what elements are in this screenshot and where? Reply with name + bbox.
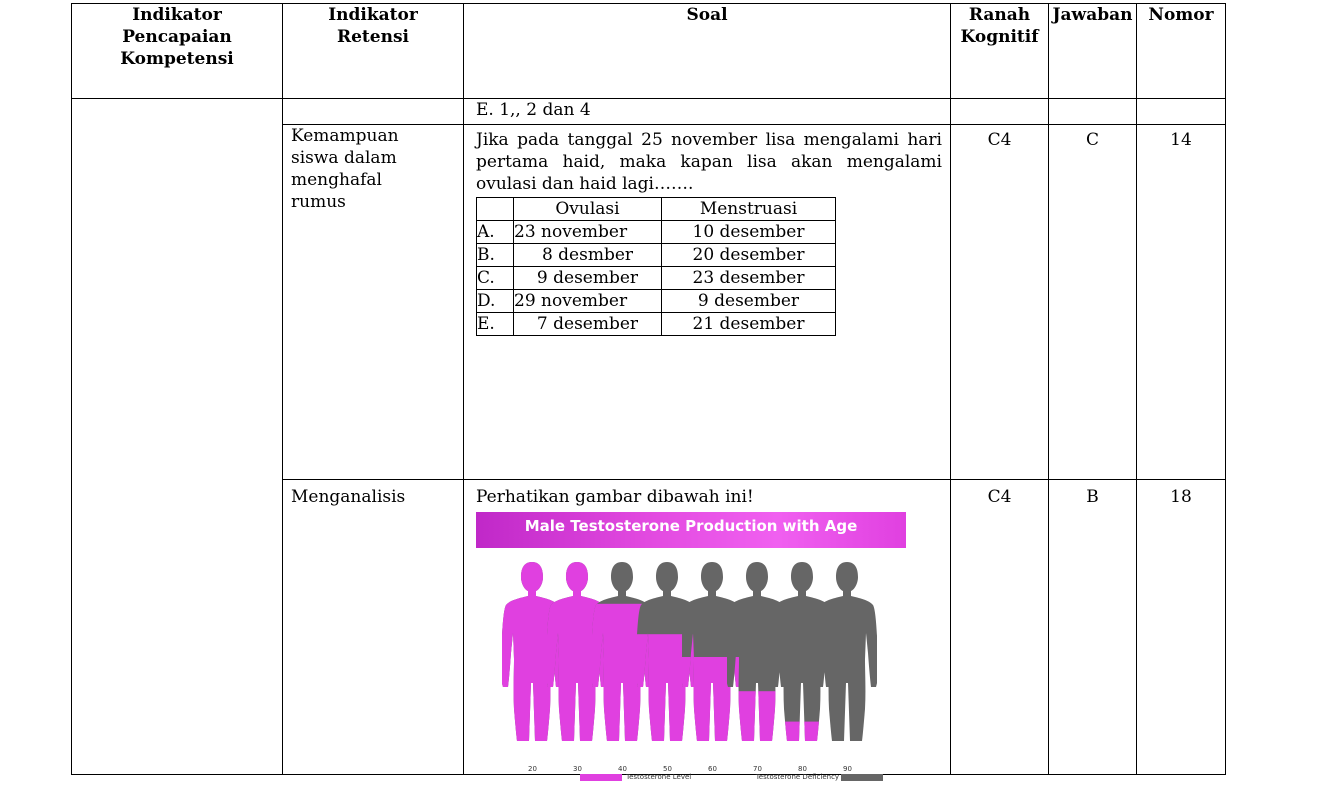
option-letter: D. [476, 289, 514, 313]
header-line: Nomor [1148, 5, 1214, 25]
figure-bodies [502, 562, 877, 741]
options-header-row: Ovulasi Menstruasi [476, 197, 836, 221]
cell-ranah: C4 [950, 124, 1049, 480]
legend-level-swatch [580, 773, 622, 781]
option-menstruasi: 10 desember [661, 220, 836, 244]
option-row: D. 29 november 9 desember [476, 289, 836, 313]
level-fill [772, 721, 832, 741]
cell-jawaban: B [1048, 479, 1137, 775]
header-nomor: Nomor [1136, 3, 1226, 99]
header-line: Kompetensi [120, 49, 234, 69]
header-line: Kognitif [960, 27, 1039, 47]
header-line: Pencapaian [122, 27, 232, 47]
option-ovulasi: 7 desember [513, 312, 662, 336]
option-ovulasi: 29 november [513, 289, 662, 313]
question-text: Perhatikan gambar dibawah ini! [476, 487, 754, 507]
figure-legend: Testosterone Level Testosterone Deficien… [580, 766, 887, 788]
options-header-cell [476, 197, 514, 221]
option-letter: A. [476, 220, 514, 244]
header-jawaban: Jawaban [1048, 3, 1137, 99]
header-row: Indikator Pencapaian Kompetensi Indikato… [71, 3, 1226, 99]
option-menstruasi: 21 desember [661, 312, 836, 336]
cell-soal-option: E. 1,, 2 dan 4 [463, 98, 951, 125]
header-line: Soal [686, 5, 728, 25]
cell-soal: Jika pada tanggal 25 november lisa menga… [463, 124, 951, 480]
legend-deficiency-swatch [841, 773, 884, 781]
option-ovulasi: 23 november [513, 220, 662, 244]
legend-deficiency-label: Testosterone Deficiency [755, 773, 840, 781]
cell-soal: Perhatikan gambar dibawah ini! Male Test… [463, 479, 951, 781]
cell-retensi [282, 98, 464, 125]
table-row: Menganalisis Perhatikan gambar dibawah i… [72, 479, 1226, 781]
cell-ranah: C4 [950, 479, 1049, 775]
retensi-line: Kemampuan [291, 126, 399, 146]
options-table: Ovulasi Menstruasi A. 23 november 10 des… [476, 197, 836, 336]
cell-jawaban: C [1048, 124, 1137, 480]
header-soal: Soal [463, 3, 951, 99]
header-line: Jawaban [1052, 5, 1133, 25]
cell-jawaban [1048, 98, 1137, 125]
option-ovulasi: 8 desmber [513, 243, 662, 267]
question-table: Indikator Pencapaian Kompetensi Indikato… [71, 3, 1226, 781]
question-text: Jika pada tanggal 25 november lisa menga… [476, 130, 942, 194]
retensi-line: rumus [291, 192, 346, 212]
header-line: Ranah [968, 5, 1031, 25]
age-label: 20 [528, 765, 537, 773]
retensi-line: siswa dalam [291, 148, 397, 168]
cell-indikator-pencapaian [71, 98, 283, 775]
option-row: C. 9 desember 23 desember [476, 266, 836, 290]
testosterone-figure: Male Testosterone Production with Age 20… [476, 512, 906, 781]
option-menstruasi: 9 desember [661, 289, 836, 313]
cell-nomor [1136, 98, 1226, 125]
header-ranah-kognitif: Ranah Kognitif [950, 3, 1049, 99]
option-menstruasi: 23 desember [661, 266, 836, 290]
cell-retensi: Menganalisis [282, 479, 464, 775]
legend-level-label: Testosterone Level [626, 773, 692, 781]
table-row: Kemampuan siswa dalam menghafal rumus Ji… [72, 124, 1226, 480]
options-header-cell: Menstruasi [661, 197, 836, 221]
option-row: E. 7 desember 21 desember [476, 312, 836, 336]
cell-ranah [950, 98, 1049, 125]
option-row: A. 23 november 10 desember [476, 220, 836, 244]
header-line: Retensi [336, 27, 409, 47]
option-ovulasi: 9 desember [513, 266, 662, 290]
cell-retensi: Kemampuan siswa dalam menghafal rumus [282, 124, 464, 480]
header-line: Indikator [328, 5, 418, 25]
option-menstruasi: 20 desember [661, 243, 836, 267]
header-line: Indikator [132, 5, 222, 25]
figure-title: Male Testosterone Production with Age [476, 512, 906, 548]
retensi-line: menghafal [291, 170, 382, 190]
table-row: E. 1,, 2 dan 4 [71, 98, 1226, 775]
options-header-cell: Ovulasi [513, 197, 662, 221]
option-letter: C. [476, 266, 514, 290]
cell-nomor: 18 [1136, 479, 1226, 775]
option-row: B. 8 desmber 20 desember [476, 243, 836, 267]
header-indikator-retensi: Indikator Retensi [282, 3, 464, 99]
level-fill [727, 691, 787, 741]
cell-nomor: 14 [1136, 124, 1226, 480]
option-letter: B. [476, 243, 514, 267]
header-indikator-pencapaian: Indikator Pencapaian Kompetensi [71, 3, 283, 99]
option-letter: E. [476, 312, 514, 336]
